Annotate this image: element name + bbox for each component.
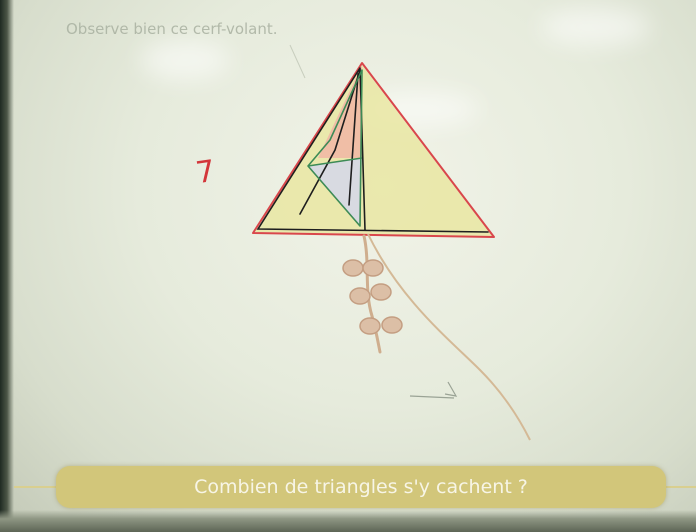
black-outline [256, 67, 489, 233]
glare-right [540, 8, 650, 46]
board-smudge [289, 44, 306, 79]
green-outline [307, 69, 363, 227]
kite-body [255, 65, 492, 236]
cursor-icon [409, 381, 458, 399]
glare-left [140, 40, 230, 80]
kite-top-section [318, 65, 362, 158]
photo-bottom-edge [0, 510, 696, 532]
kite-tail [362, 234, 382, 354]
question-text: Combien de triangles s'y cachent ? [194, 476, 528, 498]
question-bar [56, 466, 666, 508]
bow-icon [342, 259, 403, 335]
kite-string [367, 233, 531, 441]
red-outline [252, 62, 495, 238]
instruction-text: Observe bien ce cerf-volant. [66, 20, 278, 38]
photo-left-edge [0, 0, 14, 532]
